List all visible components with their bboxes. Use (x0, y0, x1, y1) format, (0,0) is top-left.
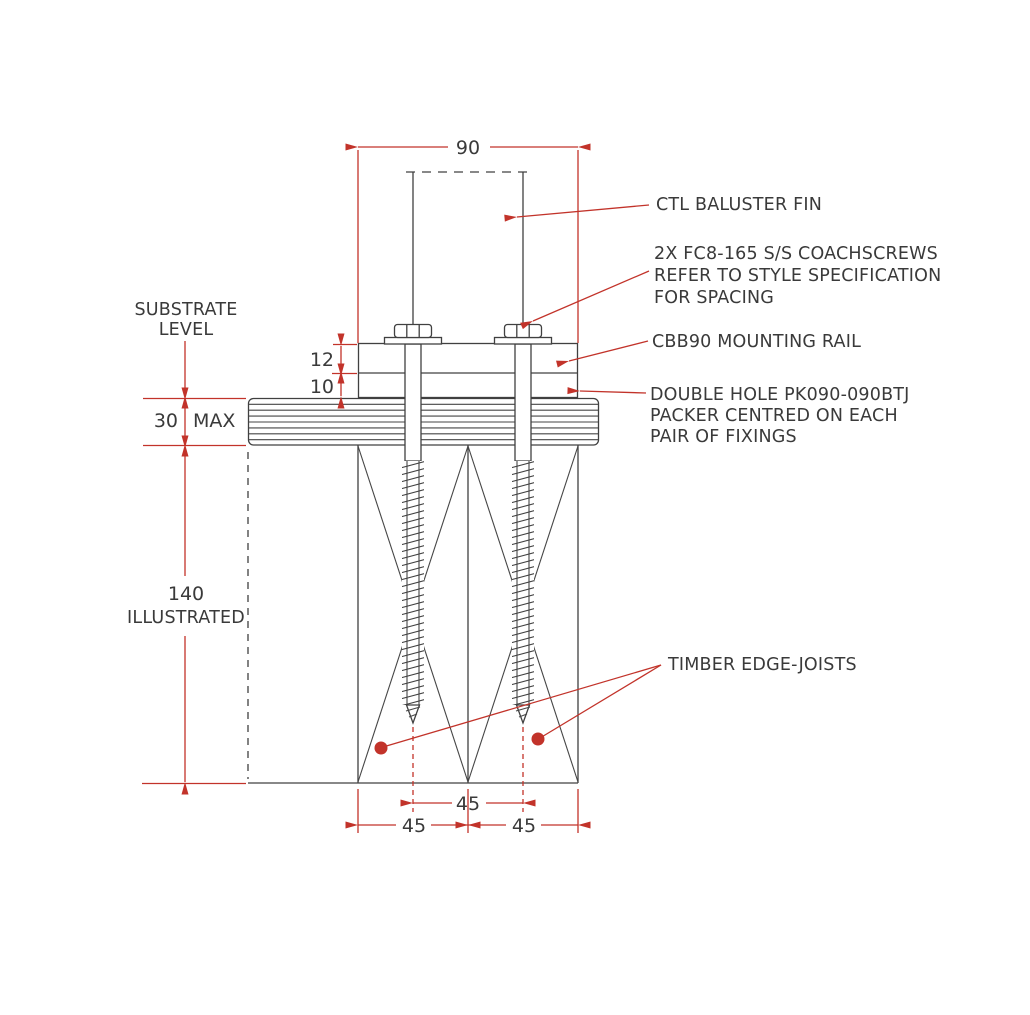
hex-head-left (393, 323, 433, 339)
dim-label-rail-top: 12 (310, 349, 334, 371)
substrate-level-marker (143, 341, 246, 447)
packer (247, 397, 600, 446)
washer-right (493, 336, 553, 345)
dim-label-rail-width: 90 (456, 137, 480, 159)
dim-label-packer-qualifier: MAX (193, 410, 235, 432)
dimension-joist-widths (345, 789, 591, 833)
label-substrate-line1: SUBSTRATE (134, 300, 237, 320)
dimension-rail-width (345, 143, 591, 343)
label-packer-line2: PACKER CENTRED ON EACH (650, 406, 898, 426)
dim-label-rail-bottom: 10 (310, 376, 334, 398)
hex-head-right (503, 323, 543, 339)
leader-mounting-rail (556, 340, 649, 368)
leader-baluster-fin (504, 204, 650, 222)
dim-label-joist-left: 45 (402, 815, 426, 837)
label-coachscrews-line2: REFER TO STYLE SPECIFICATION (654, 266, 941, 286)
dimension-joist-depth (142, 435, 246, 795)
dimension-rail-layers (332, 333, 357, 409)
label-substrate-line2: LEVEL (159, 320, 214, 340)
coachscrew-right (512, 343, 534, 725)
coachscrew-left (402, 343, 424, 725)
dim-label-joist-right: 45 (512, 815, 536, 837)
label-mounting-rail: CBB90 MOUNTING RAIL (652, 332, 861, 352)
label-packer-line1: DOUBLE HOLE PK090-090BTJ (650, 385, 910, 405)
leader-packer (567, 387, 647, 395)
dim-label-joist-depth: 140 (168, 583, 204, 605)
label-coachscrews-line1: 2X FC8-165 S/S COACHSCREWS (654, 244, 938, 264)
leader-coachscrews (520, 270, 650, 330)
label-coachscrews-line3: FOR SPACING (654, 288, 774, 308)
dim-label-joist-depth-qualifier: ILLUSTRATED (127, 608, 245, 628)
washer-left (383, 336, 443, 345)
label-baluster-fin: CTL BALUSTER FIN (656, 195, 822, 215)
dim-label-screw-spacing: 45 (456, 793, 480, 815)
label-timber-joists: TIMBER EDGE-JOISTS (667, 655, 857, 675)
label-packer-line3: PAIR OF FIXINGS (650, 427, 797, 447)
leader-timber-joists (374, 664, 662, 755)
dim-label-packer-value: 30 (154, 410, 178, 432)
mounting-rail (357, 342, 579, 399)
